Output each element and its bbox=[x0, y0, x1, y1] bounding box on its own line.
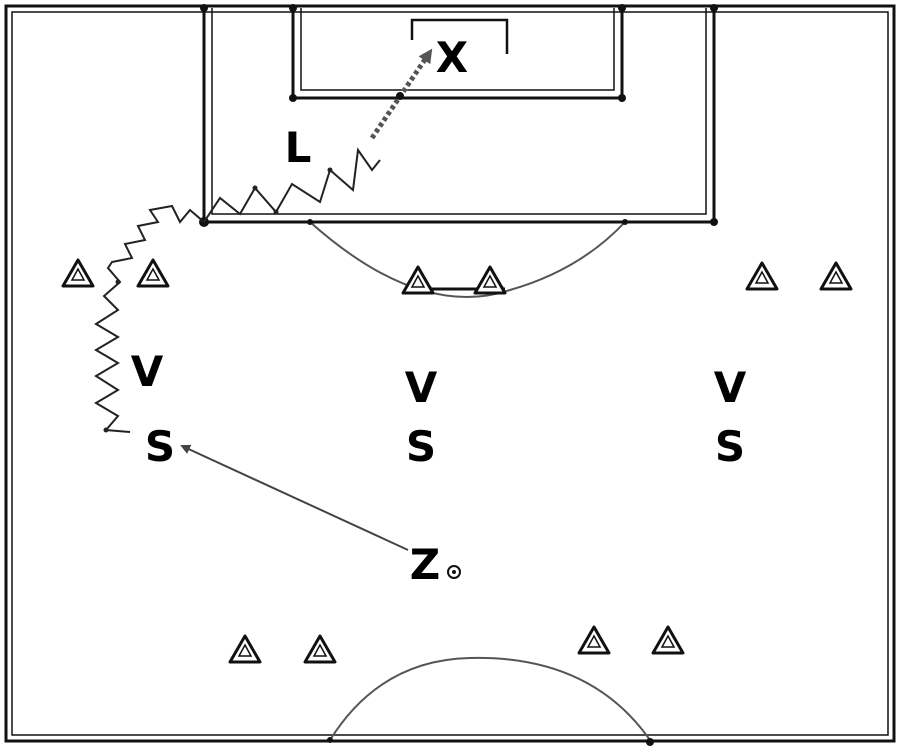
penalty-arc bbox=[309, 221, 626, 298]
cone-inner bbox=[754, 270, 770, 284]
line-junctions bbox=[199, 4, 718, 746]
cone-inner bbox=[660, 634, 676, 648]
pass-arrow bbox=[180, 444, 409, 551]
dribble-path-nodes bbox=[103, 167, 333, 433]
dribble-path bbox=[94, 147, 381, 433]
cone-inner bbox=[482, 274, 498, 288]
goalkeeper-label: X bbox=[435, 33, 469, 82]
cone-icon bbox=[473, 265, 507, 295]
cone-inner bbox=[70, 267, 86, 281]
attacker-center: S bbox=[405, 422, 437, 471]
defender-center: V bbox=[404, 363, 438, 412]
goal-area bbox=[291, 8, 624, 100]
cone-inner bbox=[828, 270, 844, 284]
cone-icon bbox=[745, 261, 779, 291]
passer-label: Z bbox=[409, 540, 441, 589]
cones bbox=[61, 258, 853, 664]
cone-icon bbox=[577, 625, 611, 655]
defender-left: V bbox=[130, 347, 164, 396]
defender-right: V bbox=[713, 363, 747, 412]
cone-icon bbox=[651, 625, 685, 655]
cone-icon bbox=[303, 634, 337, 664]
ball-icon bbox=[447, 565, 461, 579]
cone-icon bbox=[401, 265, 435, 295]
cone-inner bbox=[237, 643, 253, 657]
cone-inner bbox=[586, 634, 602, 648]
cone-icon bbox=[61, 258, 95, 288]
cone-inner bbox=[145, 267, 161, 281]
cone-inner bbox=[312, 643, 328, 657]
penalty-area bbox=[202, 8, 716, 224]
cone-inner bbox=[410, 274, 426, 288]
center-circle-arc bbox=[329, 656, 651, 741]
attacker-right: S bbox=[714, 422, 746, 471]
cone-icon bbox=[228, 634, 262, 664]
shot-node bbox=[396, 92, 404, 100]
goal bbox=[410, 18, 509, 54]
attacker-left: S bbox=[144, 422, 176, 471]
cone-icon bbox=[819, 261, 853, 291]
pitch-outline bbox=[4, 4, 896, 743]
cone-icon bbox=[136, 258, 170, 288]
dribbler-label: L bbox=[284, 123, 312, 172]
